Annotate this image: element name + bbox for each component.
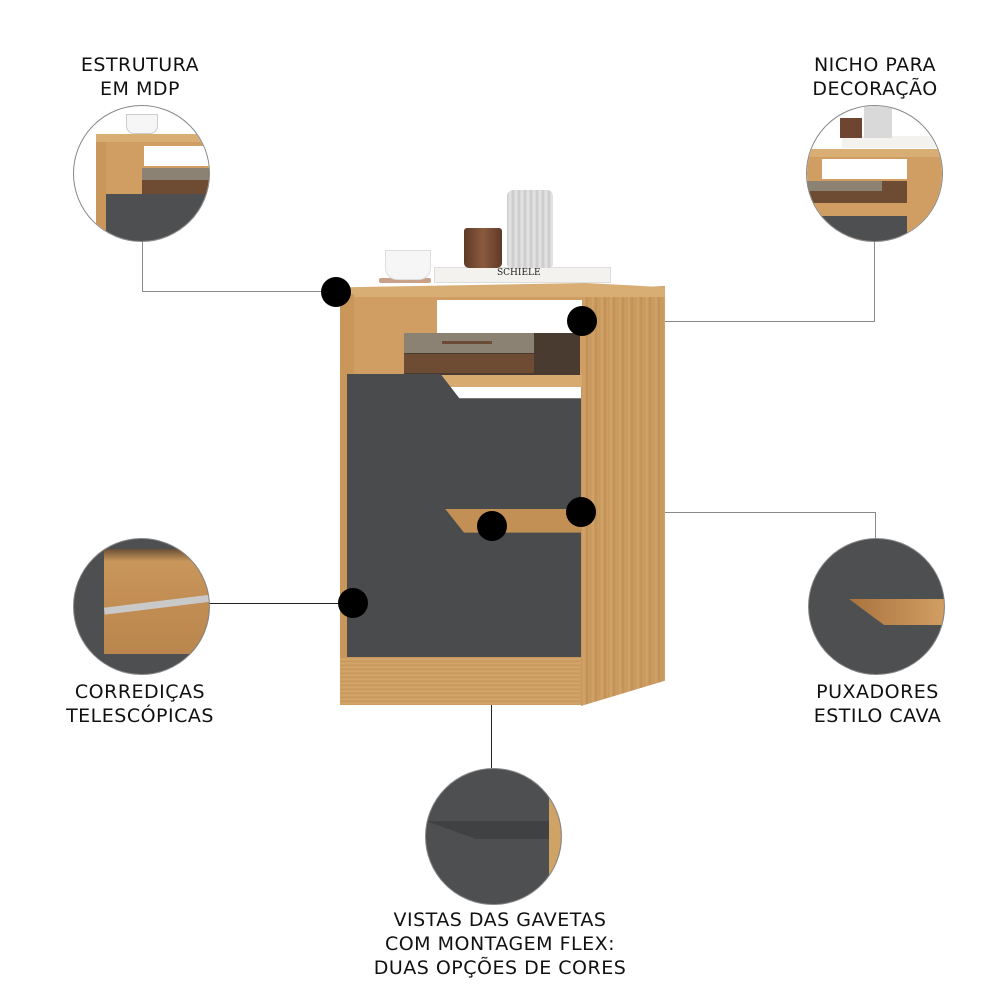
connector-nicho-horizontal	[595, 321, 875, 322]
storage-box	[404, 333, 580, 375]
marker-corredicas[interactable]	[338, 588, 368, 618]
connector-puxadores-vertical	[875, 512, 876, 548]
cabinet-top	[347, 283, 665, 297]
label-gavetas: VISTAS DAS GAVETAS COM MONTAGEM FLEX: DU…	[373, 909, 627, 979]
cabinet: SCHIELE	[335, 190, 670, 710]
cabinet-side-panel	[581, 286, 665, 706]
upper-drawer	[347, 374, 581, 509]
label-estrutura: ESTRUTURA EM MDP	[80, 54, 200, 100]
coffee-cup	[385, 250, 431, 280]
connector-puxadores-horizontal	[595, 512, 876, 513]
marker-estrutura[interactable]	[321, 277, 351, 307]
niche-opening	[437, 300, 582, 335]
thumb-corredicas[interactable]	[73, 538, 210, 675]
connector-estrutura-horizontal	[142, 291, 337, 292]
marker-gavetas[interactable]	[477, 511, 507, 541]
label-corredicas: CORREDIÇAS TELESCÓPICAS	[66, 681, 214, 727]
book: SCHIELE	[434, 267, 611, 283]
label-puxadores: PUXADORES ESTILO CAVA	[813, 681, 942, 727]
book-title: SCHIELE	[497, 268, 541, 278]
vase	[507, 190, 553, 268]
label-nicho: NICHO PARA DECORAÇÃO	[812, 54, 938, 100]
thumb-gavetas[interactable]	[425, 768, 562, 905]
connector-corredicas	[208, 603, 343, 604]
cup-saucer	[379, 278, 431, 283]
marker-nicho[interactable]	[567, 306, 597, 336]
thumb-puxadores[interactable]	[808, 538, 945, 675]
thumb-nicho[interactable]	[806, 105, 943, 242]
thumb-estrutura[interactable]	[73, 105, 210, 242]
connector-nicho-vertical	[874, 238, 875, 322]
cabinet-plinth	[340, 657, 581, 705]
candle-glass	[464, 228, 502, 268]
lower-drawer	[347, 509, 581, 657]
marker-puxadores[interactable]	[566, 497, 596, 527]
connector-estrutura-vertical	[142, 240, 143, 292]
